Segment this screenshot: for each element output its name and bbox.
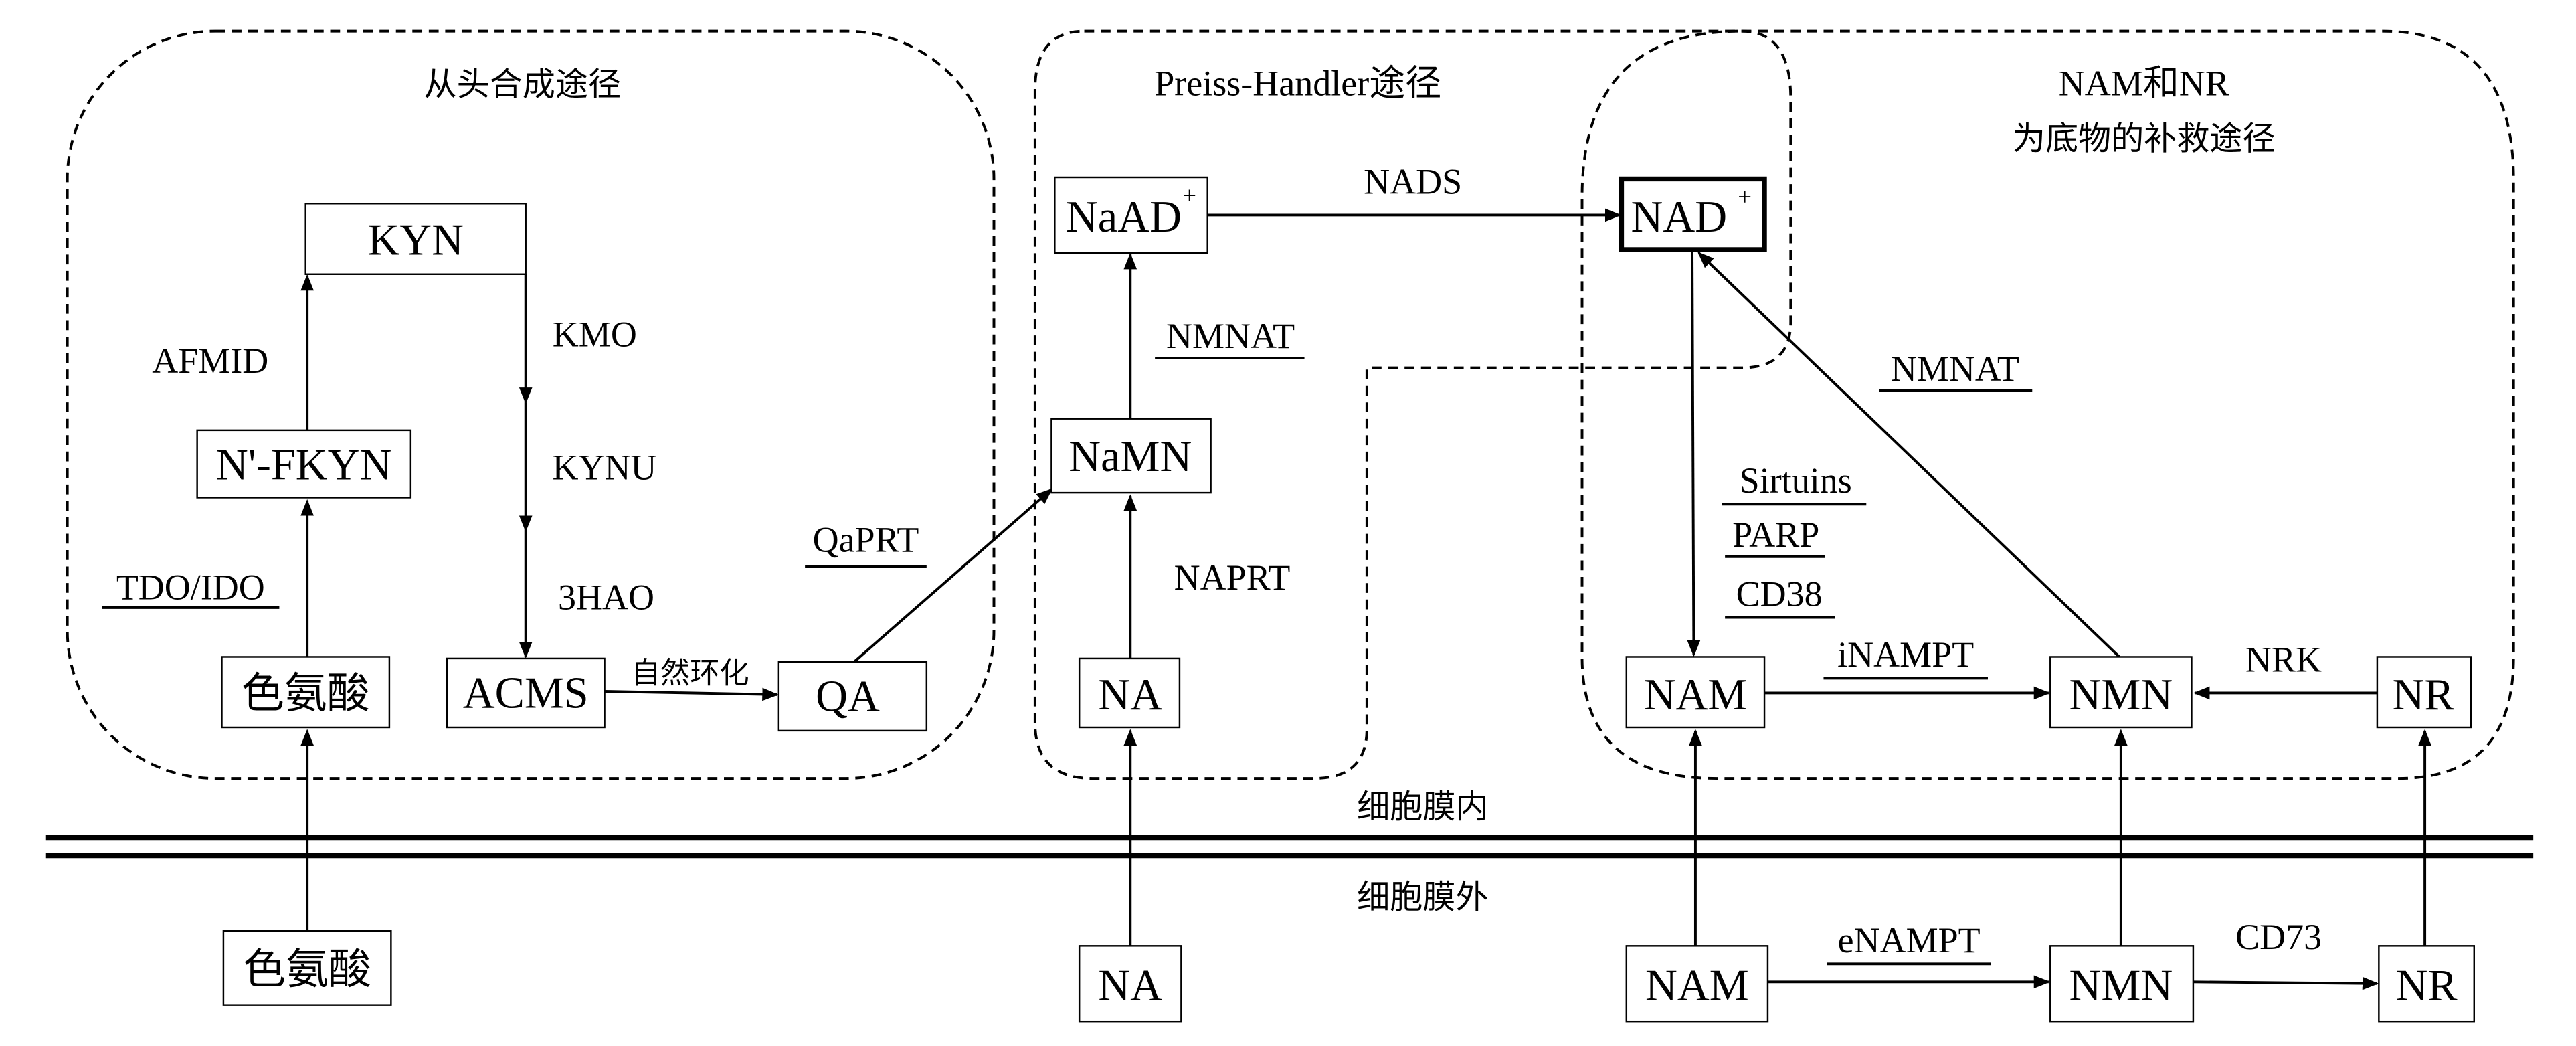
node-naad-superscript: +	[1182, 181, 1196, 209]
node-nfkyn: N'-FKYN	[196, 429, 412, 499]
membrane-outside-label: 细胞膜外	[1357, 877, 1488, 916]
node-namn-label: NaMN	[1069, 432, 1192, 481]
node-nam-inner-label: NAM	[1644, 671, 1748, 719]
node-nr-inner: NR	[2376, 656, 2472, 729]
enzyme-cd38: CD38	[1736, 574, 1823, 614]
arrow-qa-to-namn	[853, 488, 1053, 663]
node-nr-outer: NR	[2378, 945, 2475, 1023]
preiss-handler-title: Preiss-Handler途径	[1154, 63, 1441, 103]
node-na-inner: NA	[1078, 657, 1181, 729]
node-nam-inner: NAM	[1625, 656, 1766, 729]
enzyme-nmnat-ph: NMNAT	[1166, 316, 1295, 356]
node-trp-inner-label: 色氨酸	[242, 669, 369, 719]
node-qa: QA	[777, 661, 928, 732]
salvage-title-line1: NAM和NR	[2059, 63, 2229, 103]
node-trp-outer: 色氨酸	[222, 930, 392, 1006]
node-nam-outer-label: NAM	[1645, 961, 1749, 1010]
node-qa-label: QA	[816, 672, 880, 721]
enzyme-cd73: CD73	[2235, 917, 2322, 957]
node-nad-label: NAD	[1631, 193, 1728, 242]
node-nr-outer-label: NR	[2396, 961, 2458, 1010]
membrane-inside-label: 细胞膜内	[1357, 787, 1488, 826]
node-nam-outer: NAM	[1625, 945, 1769, 1023]
node-kyn-label: KYN	[367, 215, 464, 264]
enzyme-3hao: 3HAO	[558, 577, 654, 617]
enzyme-tdo-ido: TDO/IDO	[116, 568, 265, 608]
node-nmn-outer: NMN	[2049, 945, 2195, 1023]
node-nmn-outer-label: NMN	[2069, 961, 2173, 1010]
enzyme-naprt: NAPRT	[1174, 557, 1291, 598]
arrow-cd73	[2193, 976, 2379, 990]
node-trp-outer-label: 色氨酸	[243, 945, 371, 994]
de-novo-region	[66, 29, 996, 780]
enzyme-kynu: KYNU	[553, 447, 657, 487]
node-nfkyn-label: N'-FKYN	[216, 440, 391, 489]
node-nad: NAD +	[1619, 176, 1767, 252]
enzyme-inampt: iNAMPT	[1837, 634, 1974, 675]
enzyme-afmid: AFMID	[152, 341, 268, 381]
node-kyn: KYN	[304, 203, 527, 275]
de-novo-title: 从头合成途径	[424, 64, 622, 103]
arrow-acms-to-qa	[604, 687, 779, 701]
node-nmn-inner-label: NMN	[2069, 671, 2173, 719]
node-naad-label: NaAD	[1066, 193, 1182, 242]
enzyme-parp: PARP	[1732, 515, 1819, 555]
preiss-handler-region	[1033, 29, 1792, 780]
node-na-outer: NA	[1078, 945, 1182, 1023]
node-acms: ACMS	[446, 657, 606, 729]
enzyme-nmnat-salvage: NMNAT	[1891, 349, 2019, 389]
enzyme-nrk: NRK	[2245, 640, 2322, 680]
enzyme-enampt: eNAMPT	[1838, 920, 1981, 960]
enzyme-nads: NADS	[1364, 162, 1462, 202]
enzyme-qaprt: QaPRT	[813, 519, 919, 559]
node-namn: NaMN	[1050, 418, 1212, 494]
node-naad: NaAD +	[1054, 176, 1208, 254]
salvage-region	[1580, 29, 2515, 780]
enzyme-kmo: KMO	[553, 315, 637, 355]
arrow-nad-to-nam	[1687, 251, 1701, 657]
enzyme-sirtuins: Sirtuins	[1740, 460, 1852, 501]
node-trp-inner: 色氨酸	[221, 656, 391, 729]
node-nad-superscript: +	[1738, 183, 1752, 211]
salvage-title-line2: 为底物的补救途径	[2013, 118, 2276, 157]
label-spontaneous-cyclization: 自然环化	[631, 657, 749, 691]
node-na-inner-label: NA	[1098, 671, 1162, 719]
arrow-nmn-to-nad	[1697, 252, 2120, 658]
node-nmn-inner: NMN	[2049, 656, 2193, 729]
node-na-outer-label: NA	[1098, 961, 1162, 1010]
node-nr-inner-label: NR	[2393, 671, 2455, 719]
node-acms-label: ACMS	[463, 669, 589, 718]
